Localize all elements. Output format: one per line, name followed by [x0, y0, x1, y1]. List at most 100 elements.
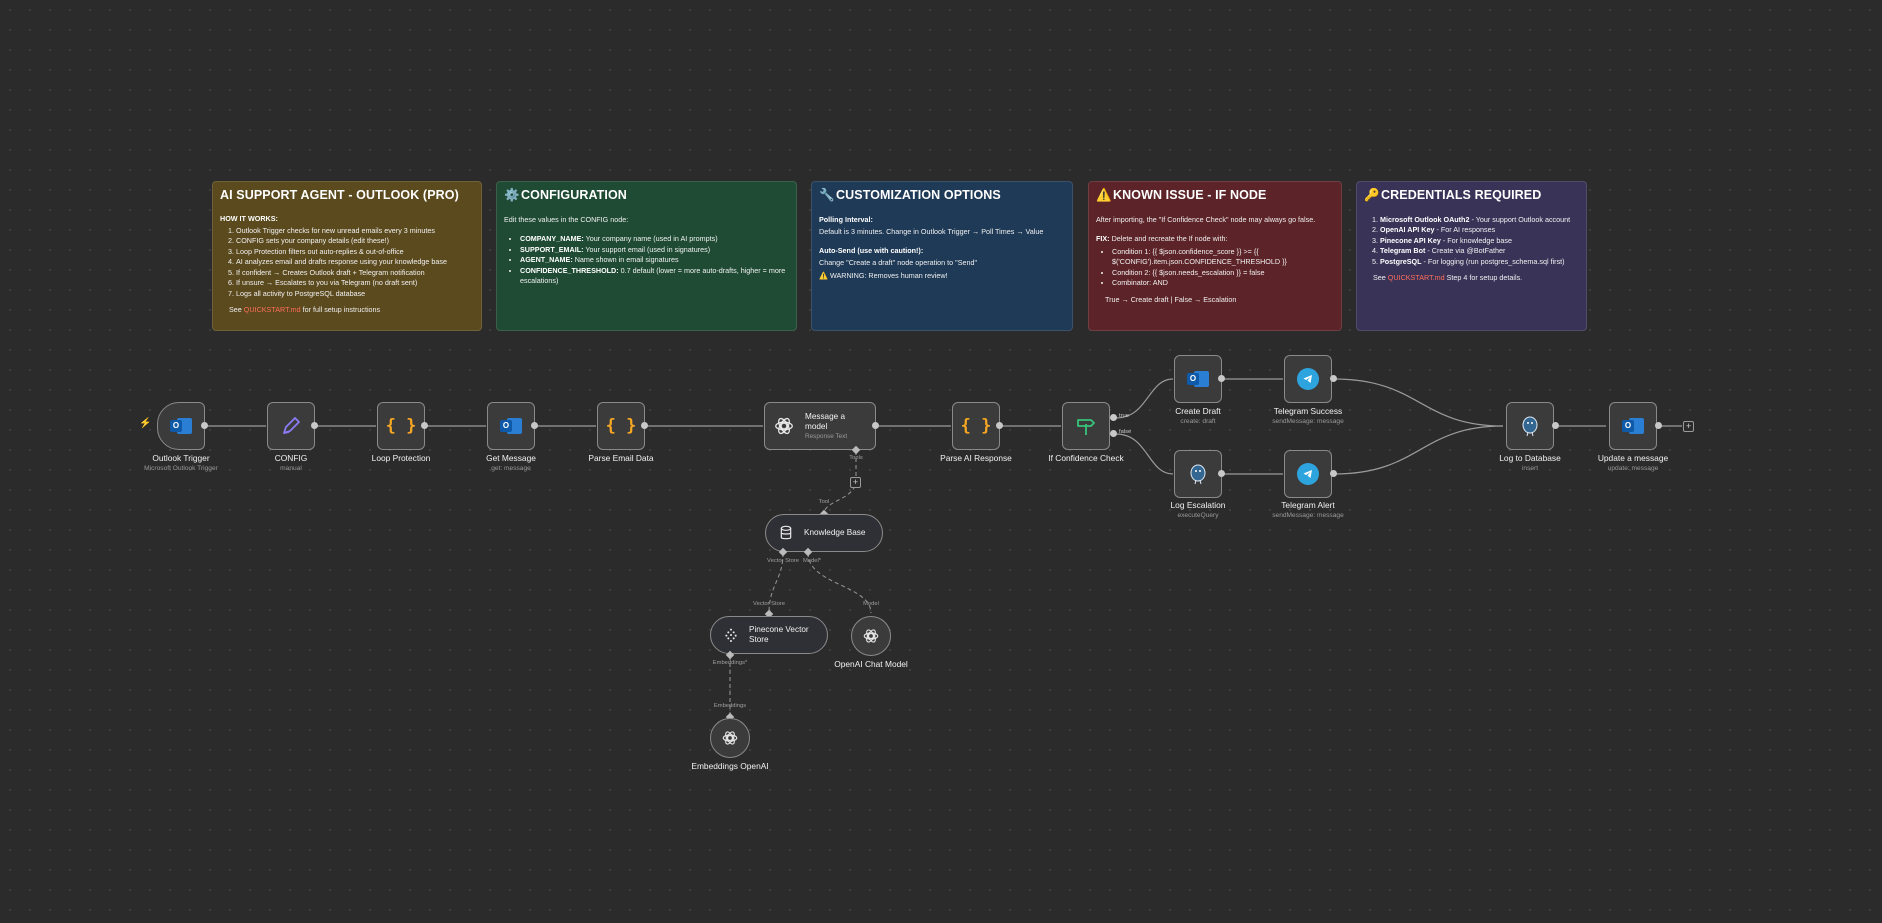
node-subtitle: insert [1521, 465, 1539, 472]
warning-icon: ⚠️ [819, 270, 828, 280]
node-get-message[interactable]: O [487, 402, 535, 450]
node-loop-protection[interactable]: { } [377, 402, 425, 450]
node-knowledge-base[interactable]: Knowledge Base [765, 514, 883, 552]
issue-intro: After importing, the "If Confidence Chec… [1096, 215, 1316, 224]
add-tool-button[interactable]: + [850, 477, 861, 488]
credential-item: Pinecone API Key - For knowledge base [1380, 236, 1579, 246]
note-overview-title: AI SUPPORT AGENT - OUTLOOK (PRO) [220, 188, 459, 202]
output-port[interactable] [641, 422, 648, 429]
node-title: OpenAI Chat Model [834, 659, 908, 669]
node-parse-email-data[interactable]: { } [597, 402, 645, 450]
overview-step: CONFIG sets your company details (edit t… [236, 236, 474, 246]
add-node-button[interactable]: + [1683, 421, 1694, 432]
note-title-text: CUSTOMIZATION OPTIONS [836, 188, 1001, 202]
note-customization-title: 🔧CUSTOMIZATION OPTIONS [819, 188, 1065, 203]
node-telegram-success[interactable] [1284, 355, 1332, 403]
node-title: Pinecone Vector Store [749, 625, 809, 644]
output-port[interactable] [201, 422, 208, 429]
config-key: AGENT_NAME: [520, 255, 573, 265]
credential-key: Microsoft Outlook OAuth2 [1380, 215, 1470, 224]
database-icon [780, 525, 792, 540]
see-prefix: See [1373, 273, 1386, 283]
node-create-draft[interactable]: O [1174, 355, 1222, 403]
node-config[interactable] [267, 402, 315, 450]
embeddings-input-label: Embeddings [713, 703, 747, 709]
true-branch-label: true [1119, 413, 1129, 419]
openai-icon [863, 629, 879, 643]
overview-step: If unsure → Escalates to you via Telegra… [236, 278, 474, 288]
see-suffix: Step 4 for setup details. [1446, 273, 1523, 283]
autosend-title: Auto-Send (use with caution!): [819, 246, 924, 256]
embeddings-port-label: Embeddings* [712, 660, 748, 666]
output-port[interactable] [1655, 422, 1662, 429]
output-port[interactable] [1330, 470, 1337, 477]
node-message-a-model[interactable]: Message a model Response Text [764, 402, 876, 450]
autosend-text: Change "Create a draft" node operation t… [819, 258, 978, 268]
polling-title: Polling Interval: [819, 215, 873, 224]
tool-port-label: Tool [818, 499, 830, 505]
node-if-confidence-check[interactable] [1062, 402, 1110, 450]
config-item: SUPPORT_EMAIL: Your support email (used … [520, 245, 789, 255]
node-outlook-trigger[interactable]: O [157, 402, 205, 450]
node-title: Telegram Alert [1281, 500, 1335, 510]
node-parse-ai-response[interactable]: { } [952, 402, 1000, 450]
note-overview-steps: Outlook Trigger checks for new unread em… [220, 226, 474, 299]
model-port-label: Model* [802, 558, 822, 564]
node-update-a-message[interactable]: O [1609, 402, 1657, 450]
output-port[interactable] [421, 422, 428, 429]
node-telegram-alert[interactable] [1284, 450, 1332, 498]
node-title: Log Escalation [1170, 500, 1226, 510]
node-embeddings-openai[interactable] [710, 718, 750, 758]
node-pinecone-vector-store[interactable]: Pinecone Vector Store [710, 616, 828, 654]
wire-telegram-success-log [1333, 378, 1504, 427]
credential-key: Pinecone API Key [1380, 235, 1441, 245]
config-key: SUPPORT_EMAIL: [520, 244, 584, 254]
overview-step: Logs all activity to PostgreSQL database [236, 289, 474, 299]
node-openai-chat-model[interactable] [851, 616, 891, 656]
node-title: Loop Protection [371, 453, 431, 463]
config-key: COMPANY_NAME: [520, 234, 584, 244]
signpost-icon [1077, 419, 1095, 435]
true-output-port[interactable] [1110, 414, 1117, 421]
output-port[interactable] [1218, 470, 1225, 477]
config-item: COMPANY_NAME: Your company name (used in… [520, 234, 789, 244]
telegram-icon [1297, 368, 1319, 390]
node-subtitle: create: draft [1180, 418, 1216, 425]
telegram-icon [1297, 463, 1319, 485]
node-title: Parse AI Response [940, 453, 1012, 463]
pencil-icon [283, 417, 300, 434]
openai-icon [775, 417, 793, 435]
output-port[interactable] [311, 422, 318, 429]
node-log-escalation[interactable] [1174, 450, 1222, 498]
output-port[interactable] [531, 422, 538, 429]
note-title-text: CREDENTIALS REQUIRED [1381, 188, 1542, 202]
vector-store-input-label: Vector Store [753, 601, 785, 607]
warning-text: WARNING: Removes human review! [827, 270, 948, 280]
output-port[interactable] [872, 422, 879, 429]
note-overview: AI SUPPORT AGENT - OUTLOOK (PRO) HOW IT … [212, 181, 482, 331]
output-port[interactable] [996, 422, 1003, 429]
tools-port-label: Tools [849, 455, 863, 461]
quickstart-link[interactable]: QUICKSTART.md [243, 305, 301, 315]
node-log-to-database[interactable] [1506, 402, 1554, 450]
note-configuration: ⚙️CONFIGURATION Edit these values in the… [496, 181, 797, 331]
output-port[interactable] [1218, 375, 1225, 382]
node-title: Create Draft [1175, 406, 1221, 416]
note-credentials-title: 🔑CREDENTIALS REQUIRED [1364, 188, 1579, 203]
node-title: CONFIG [274, 453, 308, 463]
credential-desc: - For logging (run postgres_schema.sql f… [1421, 256, 1565, 266]
output-port[interactable] [1330, 375, 1337, 382]
see-suffix: for full setup instructions [302, 305, 381, 315]
issue-fix: FIX: Delete and recreate the If node wit… [1096, 234, 1334, 244]
overview-step: Loop Protection filters out auto-replies… [236, 247, 474, 257]
node-title: Parse Email Data [588, 453, 654, 463]
quickstart-link[interactable]: QUICKSTART.md [1387, 273, 1445, 283]
output-port[interactable] [1552, 422, 1559, 429]
issue-result: True → Create draft | False → Escalation [1105, 294, 1237, 304]
node-subtitle: sendMessage: message [1272, 418, 1344, 425]
overview-step: AI analyzes email and drafts response us… [236, 257, 474, 267]
false-output-port[interactable] [1110, 430, 1117, 437]
config-list: COMPANY_NAME: Your company name (used in… [504, 234, 789, 286]
note-customization: 🔧CUSTOMIZATION OPTIONS Polling Interval:… [811, 181, 1073, 331]
config-desc: Name shown in email signatures [572, 255, 679, 265]
